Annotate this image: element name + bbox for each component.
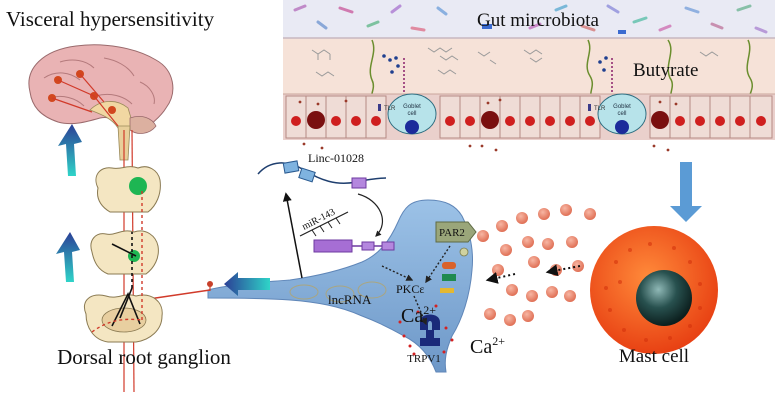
gut-panel: Gut mircrobiota Butyrate: [283, 0, 775, 152]
red-dashed-tract: [91, 188, 143, 333]
gut-lumen: [283, 0, 775, 38]
par2-receptor: PAR2: [435, 221, 477, 257]
trpv1-label: TRPV1: [407, 353, 441, 365]
spinal-segment-2: [90, 230, 159, 275]
butyrate-label: Butyrate: [633, 60, 698, 81]
linc-label: Linc-01028: [308, 151, 364, 165]
gut-microbiota-label: Gut mircrobiota: [477, 10, 599, 31]
brain: [28, 44, 174, 161]
spinal-segment-3: [84, 294, 163, 343]
calcium-ions: [398, 304, 454, 356]
mast-cell: [590, 226, 718, 354]
goblet-cell-label: Goblet: [613, 104, 631, 110]
down-arrow-icon: [670, 162, 702, 222]
drg-pathways: [111, 232, 141, 327]
sensory-neuron: [207, 199, 473, 373]
green-dot: [129, 177, 147, 195]
tlr-label: TLR: [384, 106, 396, 112]
dotted-arrow-icon: [485, 264, 581, 284]
visceral-hypersensitivity-label: Visceral hypersensitivity: [6, 7, 215, 31]
left-arrow-icon: [224, 272, 270, 296]
signal-arrows: [381, 245, 451, 326]
butyrate-molecules: [311, 47, 719, 77]
butyrate-dots: [382, 54, 608, 74]
calcium-outer-label: Ca2+: [470, 334, 505, 358]
organelle: [442, 262, 456, 269]
pkc-label: PKCε: [396, 282, 424, 296]
microbiota-bacteria: [293, 4, 768, 34]
up-arrow-icon: [58, 124, 82, 176]
curved-arrow: [357, 193, 384, 237]
up-arrow-icon: [56, 232, 80, 282]
mucosa-layer: [283, 38, 775, 94]
up-arrow-solid: [282, 192, 303, 279]
goblet-cell-label: cell: [407, 111, 416, 117]
organelle: [442, 274, 456, 281]
goblet-cell-label: Goblet: [403, 104, 421, 110]
mast-cell-granules: [477, 204, 596, 326]
organelle: [440, 288, 454, 293]
epithelial-cells: [285, 95, 773, 152]
calcium-inner-label: Ca2+: [401, 303, 436, 327]
dorsal-root-ganglion-label: Dorsal root ganglion: [57, 345, 231, 369]
tlr-label: TLR: [594, 106, 606, 112]
lncrna-label: lncRNA: [328, 292, 372, 307]
mast-cell-label: Mast cell: [619, 346, 689, 367]
spinal-segment-1: [95, 166, 161, 213]
mast-cell-nucleus: [636, 270, 692, 326]
green-dot: [128, 250, 140, 262]
par2-label: PAR2: [439, 227, 465, 239]
linc-01028-rna: [257, 160, 387, 189]
mirna-mrna: miR-143: [299, 207, 395, 253]
goblet-cell-2: Goblet cell: [597, 93, 647, 135]
goblet-cell-label: cell: [617, 111, 626, 117]
goblet-cell-1: Goblet cell: [387, 93, 437, 135]
